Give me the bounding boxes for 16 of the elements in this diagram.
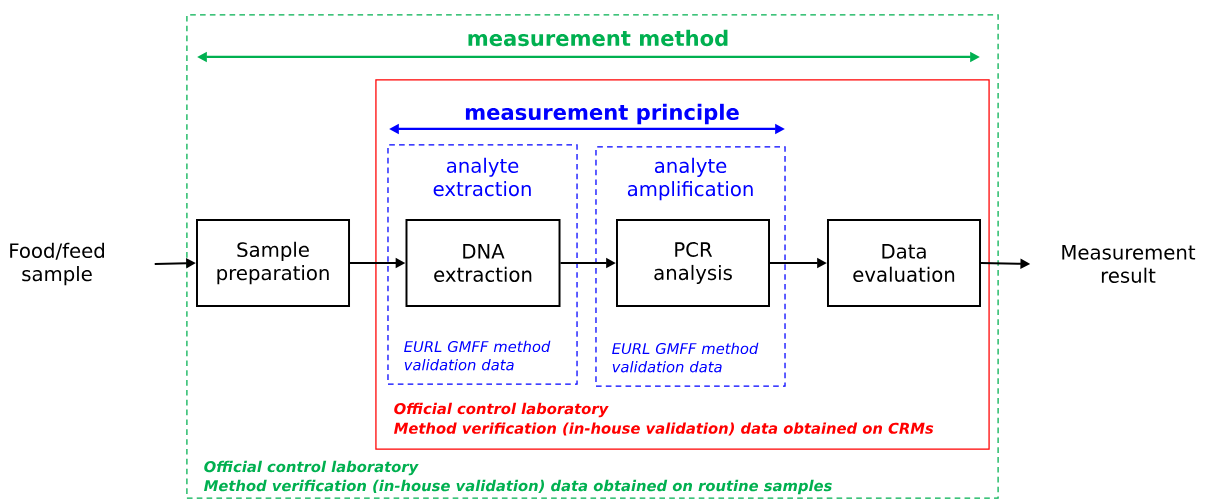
heading: analyte amplification <box>627 157 753 201</box>
note: EURL GMFF method validation data <box>404 340 551 371</box>
text: Measurement result <box>1062 245 1196 283</box>
text: Food/feed sample <box>10 242 104 286</box>
heading: measurement method <box>468 29 728 47</box>
note: Method verification (in-house validation) data obtained on CRMs <box>394 422 934 436</box>
note: Official control laboratory <box>204 460 419 476</box>
note: EURL GMFF method validation data <box>612 342 759 373</box>
heading: measurement principle <box>465 103 739 125</box>
heading: analyte extraction <box>433 157 531 197</box>
process-box: PCR analysis <box>616 219 770 307</box>
process-box: Data evaluation <box>827 219 981 307</box>
note: Official control laboratory <box>394 402 609 418</box>
note: Method verification (in-house validation) data obtained on routine samples <box>204 479 832 495</box>
process-box: DNA extraction <box>405 219 561 307</box>
process-box: Sample preparation <box>196 219 350 307</box>
